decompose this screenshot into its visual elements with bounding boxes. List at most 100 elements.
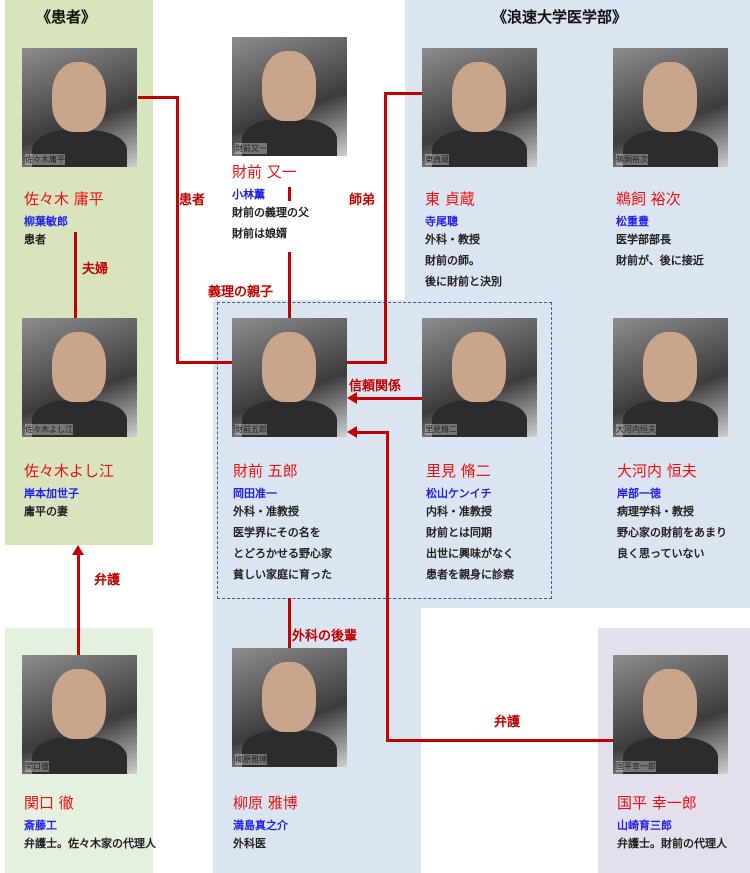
line-patient <box>176 361 232 364</box>
portrait-satomi-shuji: 里見脩二 <box>422 318 537 437</box>
character-description: 外科・教授 <box>425 233 480 246</box>
character-description: 病理学科・教授 <box>617 505 694 518</box>
portrait-head <box>643 332 697 402</box>
character-description: 良く思っていない <box>617 547 705 560</box>
actor-name: 岸部一徳 <box>617 487 661 500</box>
defense2-arrowhead <box>347 426 357 438</box>
line-patient <box>176 96 179 364</box>
portrait-caption: 柳原雅博 <box>235 754 267 765</box>
line-defense2 <box>386 431 389 742</box>
portrait-head <box>52 332 106 402</box>
character-name: 佐々木 庸平 <box>24 190 104 208</box>
character-name: 里見 脩二 <box>426 462 491 480</box>
line-in-law <box>288 187 291 201</box>
line-spouses <box>74 232 77 318</box>
character-description: 貧しい家庭に育った <box>233 568 332 581</box>
portrait-body <box>32 130 127 167</box>
portrait-head <box>262 332 316 402</box>
line-trust <box>355 397 422 400</box>
character-description: 医学界にその名を <box>233 526 321 539</box>
character-description: 財前が、後に接近 <box>616 254 704 267</box>
character-description: 出世に興味がなく <box>426 547 514 560</box>
line-junior <box>288 598 291 648</box>
portrait-body <box>242 730 337 767</box>
relation-label-defense2: 弁護 <box>494 715 521 730</box>
actor-name: 柳葉敏郎 <box>24 215 68 228</box>
portrait-head <box>643 62 697 132</box>
character-description: 弁護士。財前の代理人 <box>617 837 727 850</box>
portrait-sasaki-yoshie: 佐々木よし江 <box>22 318 137 437</box>
line-defense1 <box>77 555 80 655</box>
line-mentor <box>347 361 387 364</box>
portrait-caption: 佐々木よし江 <box>25 424 73 435</box>
character-name: 関口 徹 <box>24 794 74 812</box>
character-name: 財前 又一 <box>232 163 297 181</box>
actor-name: 岡田准一 <box>233 487 277 500</box>
portrait-zaizen-goro: 財前五郎 <box>232 318 347 437</box>
line-patient <box>138 96 178 99</box>
portrait-caption: 財前五郎 <box>235 424 267 435</box>
line-in-law <box>288 252 291 318</box>
character-description: 弁護士。佐々木家の代理人 <box>24 837 156 850</box>
character-description: とどろかせる野心家 <box>233 547 332 560</box>
character-description: 財前は娘婿 <box>232 227 287 240</box>
portrait-ukai-yuji: 鵜飼裕次 <box>613 48 728 167</box>
portrait-okochi-tsuneo: 大河内恒夫 <box>613 318 728 437</box>
portrait-caption: 佐々木庸平 <box>25 154 65 165</box>
portrait-body <box>32 400 127 437</box>
relation-label-junior: 外科の後輩 <box>292 629 358 644</box>
portrait-body <box>432 130 527 167</box>
portrait-head <box>452 332 506 402</box>
character-description: 外科医 <box>233 837 266 850</box>
portrait-yanagihara-masahiro: 柳原雅博 <box>232 648 347 767</box>
relation-label-mentor: 師弟 <box>349 193 376 208</box>
portrait-body <box>623 737 718 774</box>
portrait-body <box>623 400 718 437</box>
portrait-sasaki-yohei: 佐々木庸平 <box>22 48 137 167</box>
character-description: 財前の師。 <box>425 254 480 267</box>
line-mentor <box>384 92 387 364</box>
character-name: 国平 幸一郎 <box>617 794 697 812</box>
portrait-head <box>643 669 697 739</box>
character-description: 患者 <box>24 233 46 246</box>
character-description: 後に財前と決別 <box>425 275 502 288</box>
character-name: 佐々木よし江 <box>24 462 115 480</box>
line-defense2 <box>355 431 389 434</box>
portrait-kunihira-koichiro: 国平幸一郎 <box>613 655 728 774</box>
portrait-caption: 財前又一 <box>235 143 267 154</box>
relation-label-patient: 患者 <box>179 193 206 208</box>
character-name: 大河内 恒夫 <box>617 462 697 480</box>
portrait-caption: 東貞蔵 <box>425 154 449 165</box>
character-name: 東 貞蔵 <box>425 190 475 208</box>
portrait-caption: 鵜飼裕次 <box>616 154 648 165</box>
actor-name: 寺尾聰 <box>425 215 458 228</box>
actor-name: 岸本加世子 <box>24 487 79 500</box>
relation-label-in-law: 義理の親子 <box>208 285 274 300</box>
character-description: 医学部部長 <box>616 233 671 246</box>
line-mentor <box>385 92 422 95</box>
character-description: 内科・准教授 <box>426 505 492 518</box>
portrait-caption: 関口徹 <box>25 761 49 772</box>
character-name: 柳原 雅博 <box>233 794 298 812</box>
portrait-body <box>623 130 718 167</box>
portrait-body <box>432 400 527 437</box>
line-defense2 <box>387 739 613 742</box>
actor-name: 松重豊 <box>616 215 649 228</box>
portrait-caption: 里見脩二 <box>425 424 457 435</box>
actor-name: 松山ケンイチ <box>426 487 492 500</box>
portrait-head <box>262 662 316 732</box>
portrait-caption: 大河内恒夫 <box>616 424 656 435</box>
portrait-body <box>242 119 337 156</box>
character-name: 鵜飼 裕次 <box>616 190 681 208</box>
actor-name: 山崎育三郎 <box>617 819 672 832</box>
portrait-head <box>52 669 106 739</box>
portrait-head <box>452 62 506 132</box>
character-description: 外科・准教授 <box>233 505 299 518</box>
defense1-arrowhead <box>72 545 84 555</box>
character-description: 野心家の財前をあまり <box>617 526 727 539</box>
character-description: 庸平の妻 <box>24 505 68 518</box>
actor-name: 小林薫 <box>232 188 265 201</box>
actor-name: 斎藤工 <box>24 819 57 832</box>
portrait-caption: 国平幸一郎 <box>616 761 656 772</box>
